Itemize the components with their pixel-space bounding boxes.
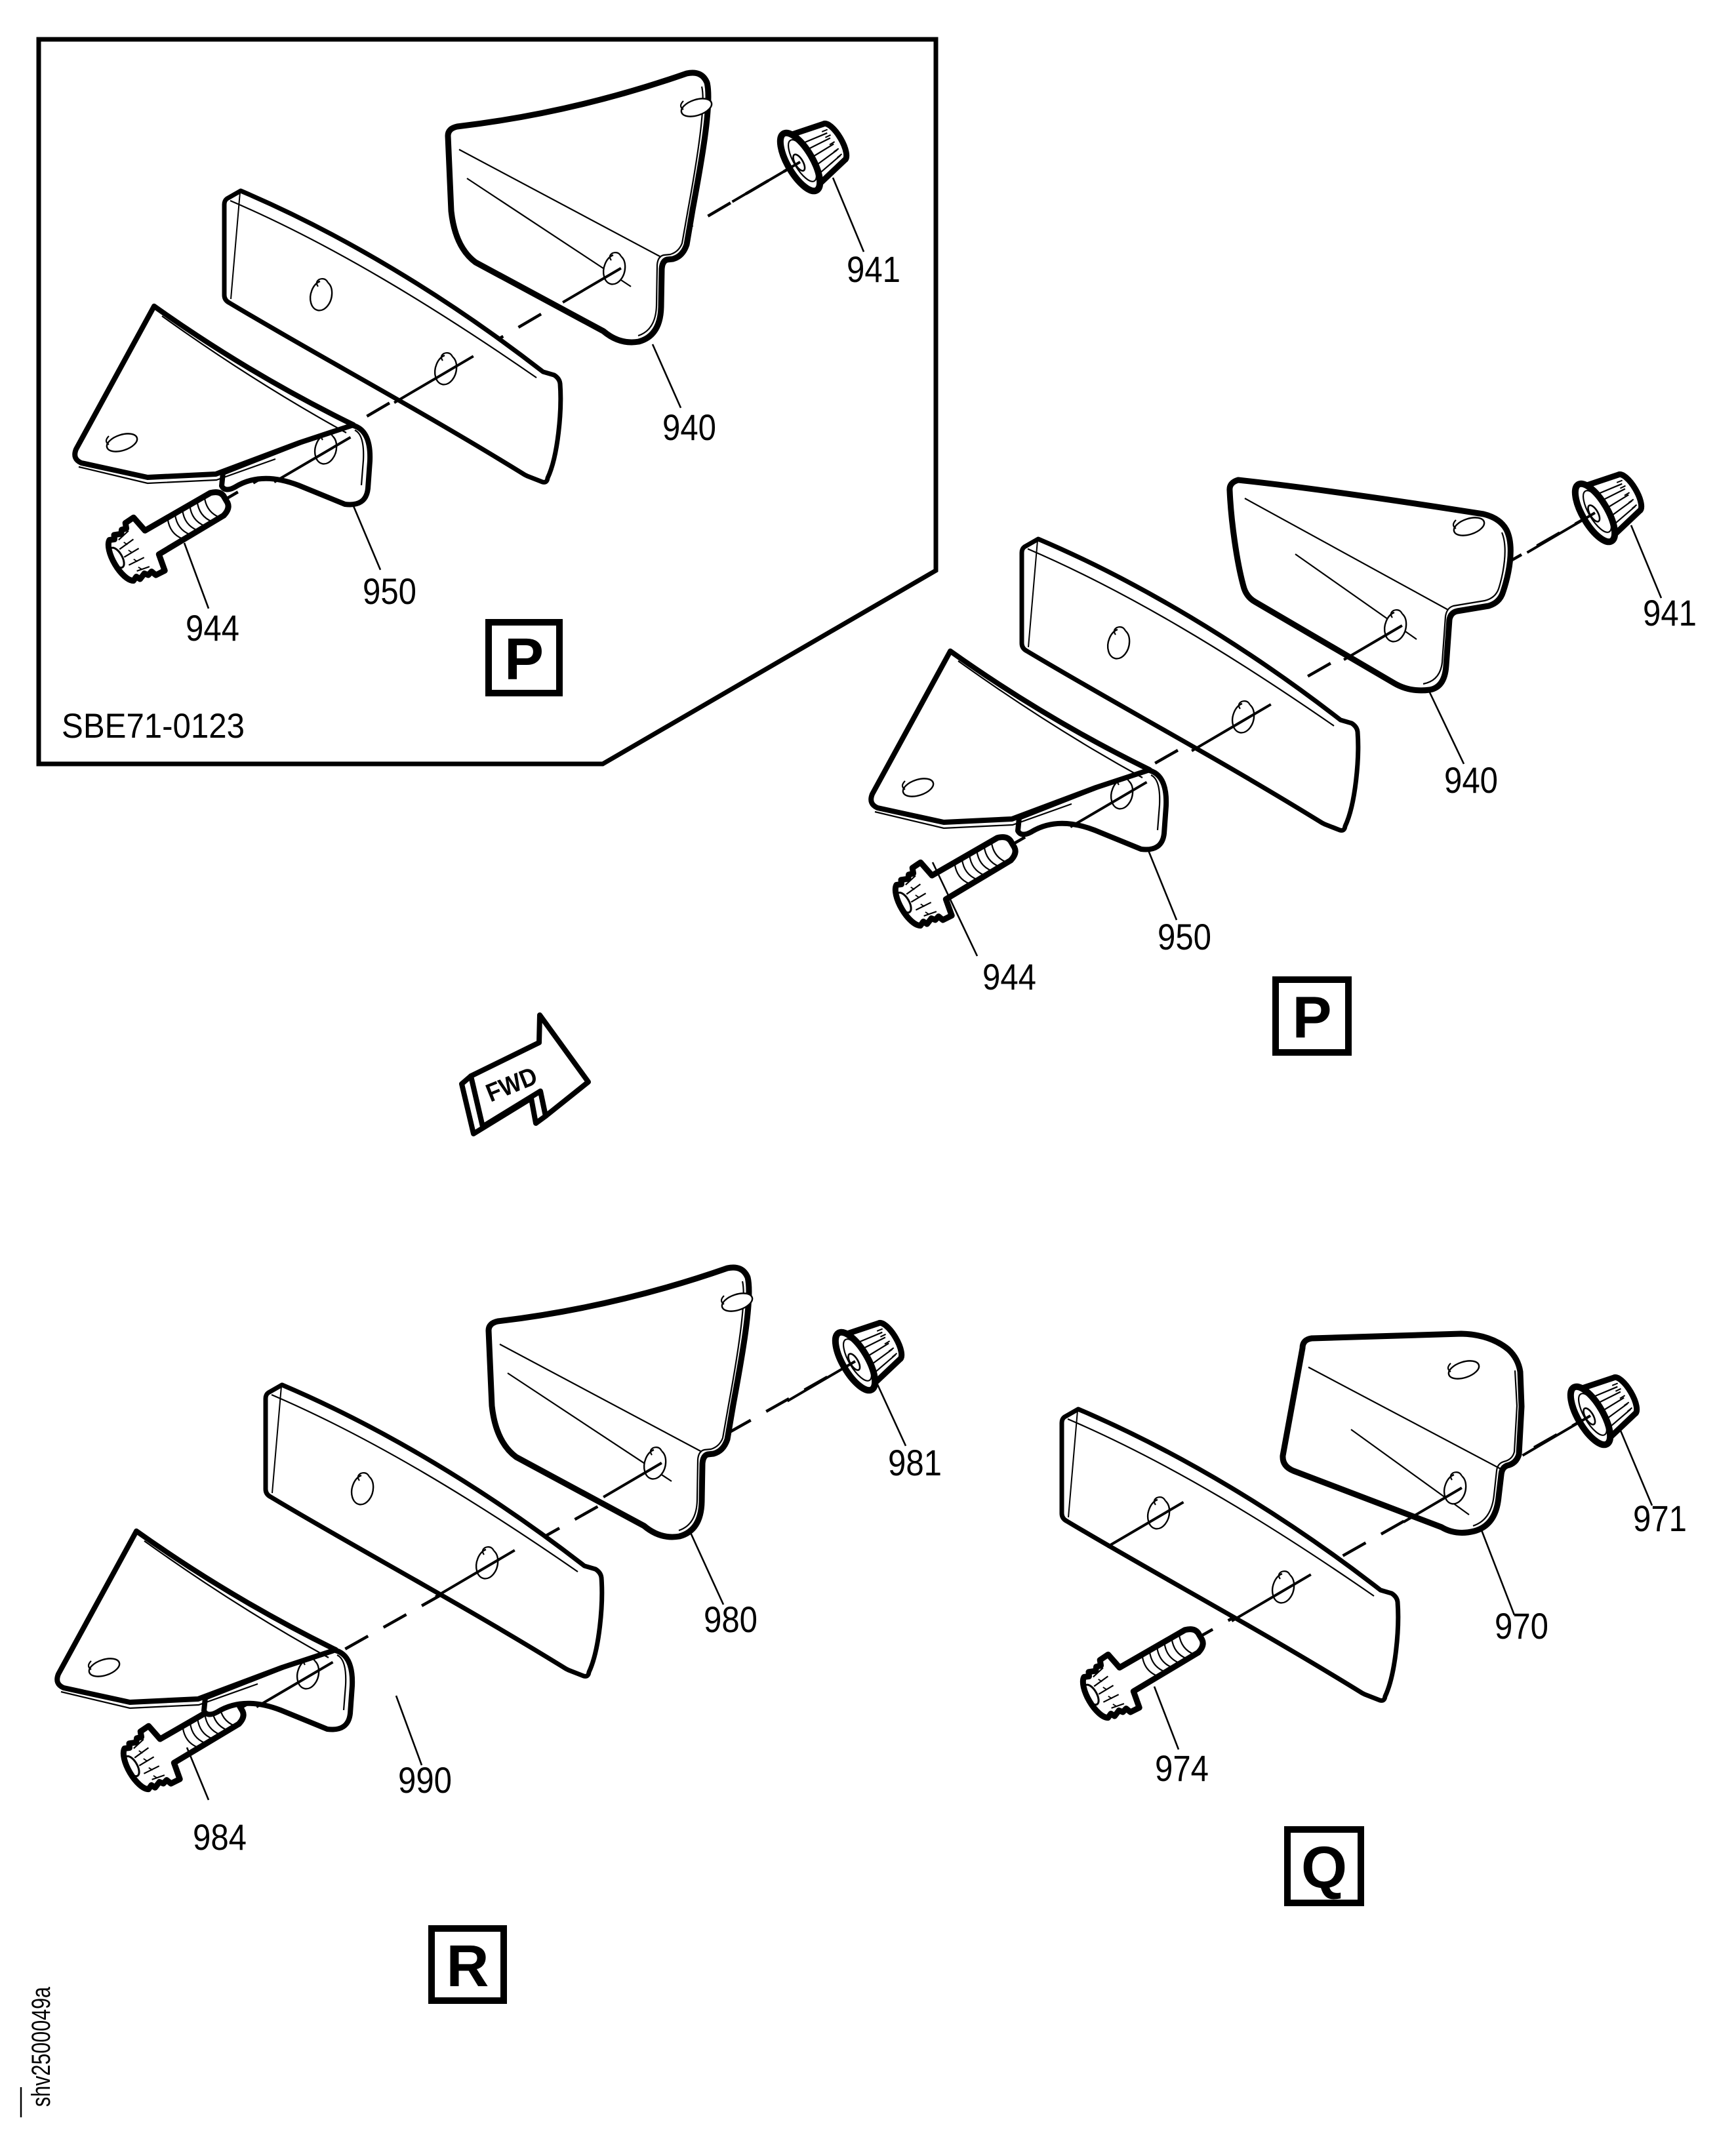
svg-text:R: R <box>447 1934 489 1999</box>
svg-text:980: 980 <box>704 1599 757 1640</box>
svg-text:941: 941 <box>847 249 900 290</box>
svg-text:940: 940 <box>1444 759 1498 801</box>
svg-text:P: P <box>1292 986 1331 1051</box>
svg-text:940: 940 <box>662 407 716 448</box>
svg-text:971: 971 <box>1633 1498 1687 1539</box>
svg-text:944: 944 <box>186 607 239 649</box>
svg-text:shv2500049a: shv2500049a <box>27 1986 56 2107</box>
svg-text:970: 970 <box>1495 1605 1548 1647</box>
svg-text:Q: Q <box>1301 1835 1347 1901</box>
svg-text:990: 990 <box>398 1759 452 1801</box>
svg-text:950: 950 <box>1158 916 1211 957</box>
svg-text:974: 974 <box>1155 1748 1209 1789</box>
svg-text:981: 981 <box>888 1442 942 1483</box>
svg-text:984: 984 <box>193 1816 247 1858</box>
svg-text:P: P <box>504 627 544 692</box>
svg-text:941: 941 <box>1643 592 1697 633</box>
svg-text:SBE71-0123: SBE71-0123 <box>62 707 245 746</box>
svg-text:950: 950 <box>363 570 416 612</box>
svg-text:944: 944 <box>982 956 1036 997</box>
